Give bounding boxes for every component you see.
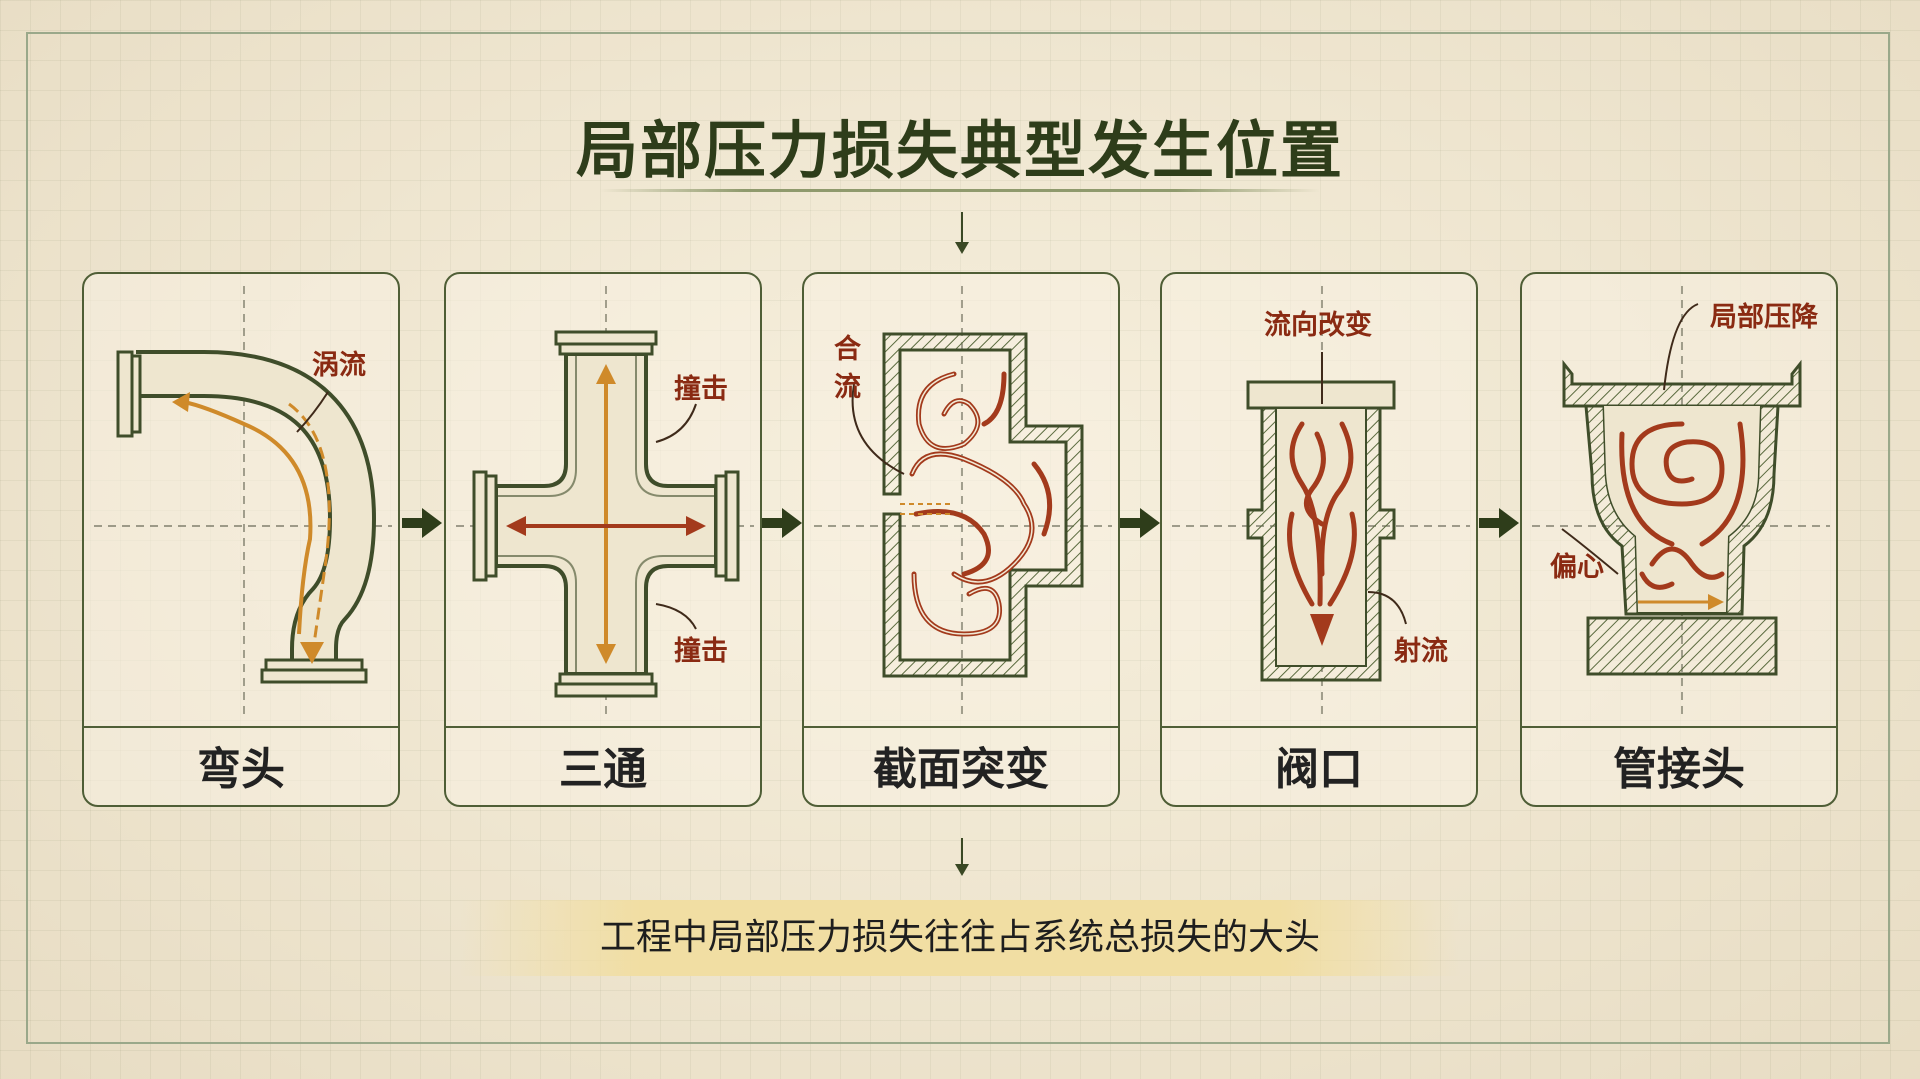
card-section-change: 合 流 截面突变 (802, 272, 1120, 807)
card-valve: 流向改变 射流 阀口 (1160, 272, 1478, 807)
arrow-right-icon (1479, 508, 1519, 538)
annotation-local-pressure-drop: 局部压降 (1710, 301, 1819, 333)
annotation-jet: 射流 (1393, 636, 1448, 667)
summary-text: 工程中局部压力损失往往占系统总损失的大头 (599, 917, 1320, 958)
annotation-impact-top: 撞击 (674, 373, 728, 405)
card-divider (804, 726, 1118, 728)
annotation-eccentric: 偏心 (1550, 552, 1604, 583)
card-divider (1162, 726, 1476, 728)
annotation-impact-bottom: 撞击 (674, 635, 728, 667)
down-arrow-icon (955, 212, 969, 254)
section-change-diagram: 合 流 (814, 286, 1112, 714)
down-arrow-icon (955, 838, 969, 876)
annotation-direction-change: 流向改变 (1264, 309, 1372, 341)
summary-banner: 工程中局部压力损失往往占系统总损失的大头 (460, 900, 1460, 976)
annotation-vortex: 涡流 (312, 350, 366, 381)
title-underline (600, 189, 1320, 192)
arrow-right-icon (1120, 508, 1160, 538)
page-title: 局部压力损失典型发生位置 (575, 114, 1344, 187)
card-label-elbow: 弯头 (197, 744, 285, 795)
card-label-section-change: 截面突变 (873, 744, 1049, 795)
card-label-pipe-joint: 管接头 (1613, 744, 1745, 795)
card-label-tee: 三通 (559, 744, 647, 795)
valve-diagram: 流向改变 射流 (1172, 286, 1470, 714)
elbow-diagram: 涡流 (94, 286, 392, 714)
card-pipe-joint: 局部压降 偏心 管接头 (1520, 272, 1838, 807)
arrow-right-icon (402, 508, 442, 538)
card-divider (446, 726, 760, 728)
card-divider (1522, 726, 1836, 728)
pipe-joint-diagram: 局部压降 偏心 (1532, 286, 1830, 714)
page-frame (26, 32, 1890, 1044)
card-tee: 撞击 撞击 三通 (444, 272, 762, 807)
card-divider (84, 726, 398, 728)
annotation-merge-1: 合 (834, 333, 861, 365)
annotation-merge-2: 流 (834, 372, 861, 403)
card-elbow: 涡流 弯头 (82, 272, 400, 807)
arrow-right-icon (762, 508, 802, 538)
card-label-valve: 阀口 (1275, 744, 1363, 795)
tee-diagram: 撞击 撞击 (456, 286, 754, 714)
